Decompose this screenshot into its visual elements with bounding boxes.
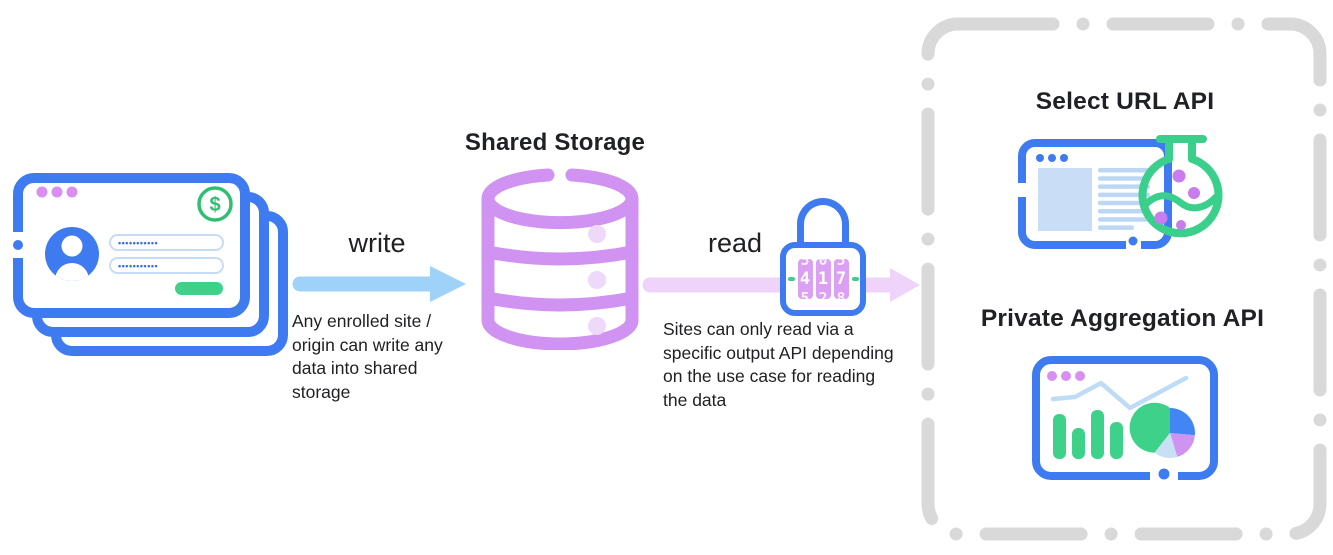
write-caption: Any enrolled site / origin can write any… — [292, 311, 443, 402]
output-gate-boundary — [921, 17, 1327, 541]
dollar-icon: $ — [197, 186, 233, 222]
combination-dial[interactable]: 5 7 8 — [833, 259, 849, 299]
dial-digit: 7 — [835, 269, 847, 289]
database-dots — [588, 225, 606, 335]
lock-shackle — [797, 198, 849, 250]
flask-bubbles — [1154, 169, 1200, 230]
dial-digit-partial: 5 — [800, 259, 810, 269]
dashboard-icon — [1032, 356, 1218, 480]
select-url-api-icon — [1014, 135, 1223, 249]
private-aggregation-api-title: Private Aggregation API — [980, 305, 1265, 332]
combination-dial[interactable]: 0 1 2 — [815, 259, 831, 299]
content-block — [1038, 168, 1092, 231]
browser-stack-icon: $ ••••••••••• ••••••••••• — [10, 173, 288, 356]
dial-digit: 4 — [799, 269, 811, 289]
database-icon — [481, 168, 639, 350]
dial-digit-partial: 2 — [818, 289, 828, 299]
bar-chart-icon — [1053, 410, 1123, 459]
submit-button[interactable] — [175, 282, 223, 295]
dial-digit: 1 — [817, 269, 829, 289]
dial-digit-partial: 5 — [800, 289, 810, 299]
pie-chart-icon — [1129, 402, 1195, 458]
border-dot — [1128, 236, 1138, 246]
window-dots — [36, 186, 78, 198]
window-dots — [1047, 371, 1085, 381]
password-field[interactable]: ••••••••••• — [109, 257, 224, 274]
window-front: $ ••••••••••• ••••••••••• — [10, 173, 250, 318]
window-dots — [1036, 154, 1068, 162]
select-url-api-title: Select URL API — [1035, 88, 1215, 115]
shared-storage-title: Shared Storage — [464, 129, 646, 156]
border-dot — [13, 240, 23, 250]
border-gap — [1014, 183, 1030, 197]
combination-dial[interactable]: 5 4 5 — [797, 259, 813, 299]
browser-window-icon — [1014, 139, 1172, 249]
dial-tick-right — [851, 276, 859, 282]
text-lines — [1098, 168, 1150, 230]
avatar-icon — [45, 227, 99, 281]
dial-tick-left — [787, 276, 795, 282]
dial-digit-partial: 5 — [836, 259, 846, 269]
dial-digit-partial: 8 — [836, 289, 846, 299]
svg-text:•••••••••••: ••••••••••• — [118, 238, 158, 248]
write-arrow — [292, 266, 466, 302]
border-dot — [1158, 468, 1170, 480]
svg-text:$: $ — [209, 194, 220, 216]
svg-text:•••••••••••: ••••••••••• — [118, 261, 158, 271]
password-field[interactable]: ••••••••••• — [109, 234, 224, 251]
read-caption: Sites can only read via a specific outpu… — [663, 319, 894, 410]
read-label: read — [707, 228, 763, 258]
dial-digit-partial: 0 — [818, 259, 828, 269]
lock-icon: 5 4 5 0 1 2 5 7 8 — [780, 198, 868, 322]
write-label: write — [348, 228, 406, 258]
lock-body: 5 4 5 0 1 2 5 7 8 — [780, 242, 866, 316]
flask-icon — [1138, 135, 1223, 238]
line-chart-icon — [1050, 375, 1189, 411]
